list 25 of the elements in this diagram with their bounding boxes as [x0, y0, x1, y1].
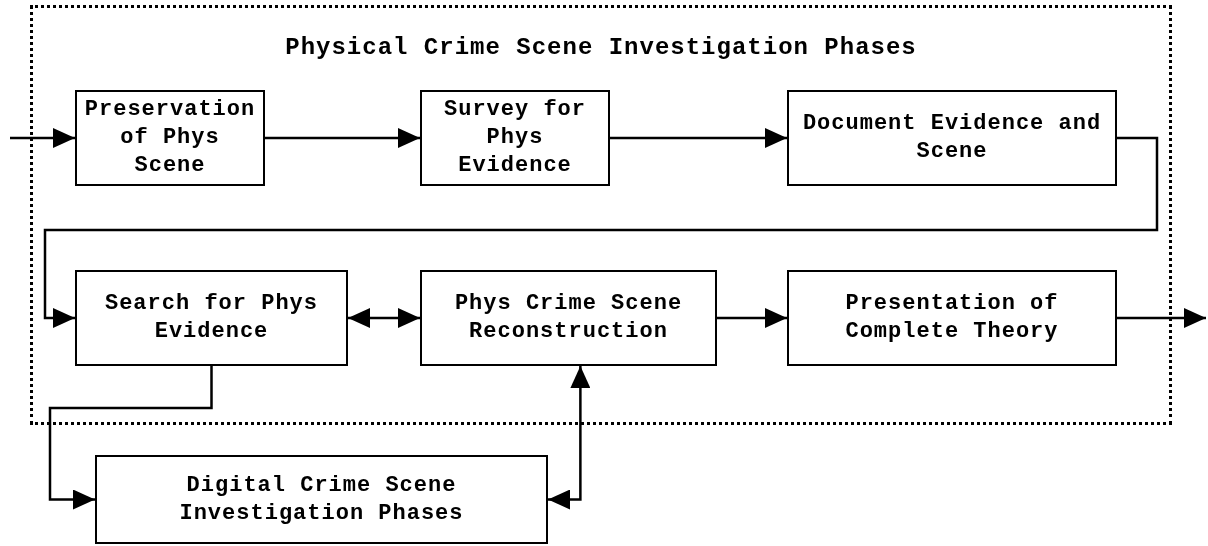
arrow — [10, 128, 75, 148]
arrow — [1117, 308, 1206, 328]
group-title: Physical Crime Scene Investigation Phases — [284, 34, 918, 62]
box-label: Search for Phys Evidence — [103, 290, 319, 346]
process-box — [787, 270, 1117, 366]
arrow — [548, 366, 591, 510]
arrow — [48, 366, 213, 510]
box-label: Preservation of Phys Scene — [83, 96, 257, 180]
process-box — [75, 90, 265, 186]
arrow — [43, 136, 1159, 328]
arrow — [265, 128, 420, 148]
process-box — [95, 455, 548, 544]
box-label: Digital Crime Scene Investigation Phases — [178, 471, 465, 528]
process-box — [420, 270, 717, 366]
process-box — [787, 90, 1117, 186]
arrow — [610, 128, 787, 148]
arrow — [717, 308, 787, 328]
process-box — [75, 270, 348, 366]
box-label: Presentation of Complete Theory — [844, 290, 1060, 346]
arrow — [348, 308, 420, 328]
process-box — [420, 90, 610, 186]
dotted-group-frame — [30, 5, 1172, 425]
box-label: Survey for Phys Evidence — [443, 96, 587, 180]
box-label: Phys Crime Scene Reconstruction — [453, 290, 684, 346]
box-label: Document Evidence and Scene — [801, 110, 1103, 166]
